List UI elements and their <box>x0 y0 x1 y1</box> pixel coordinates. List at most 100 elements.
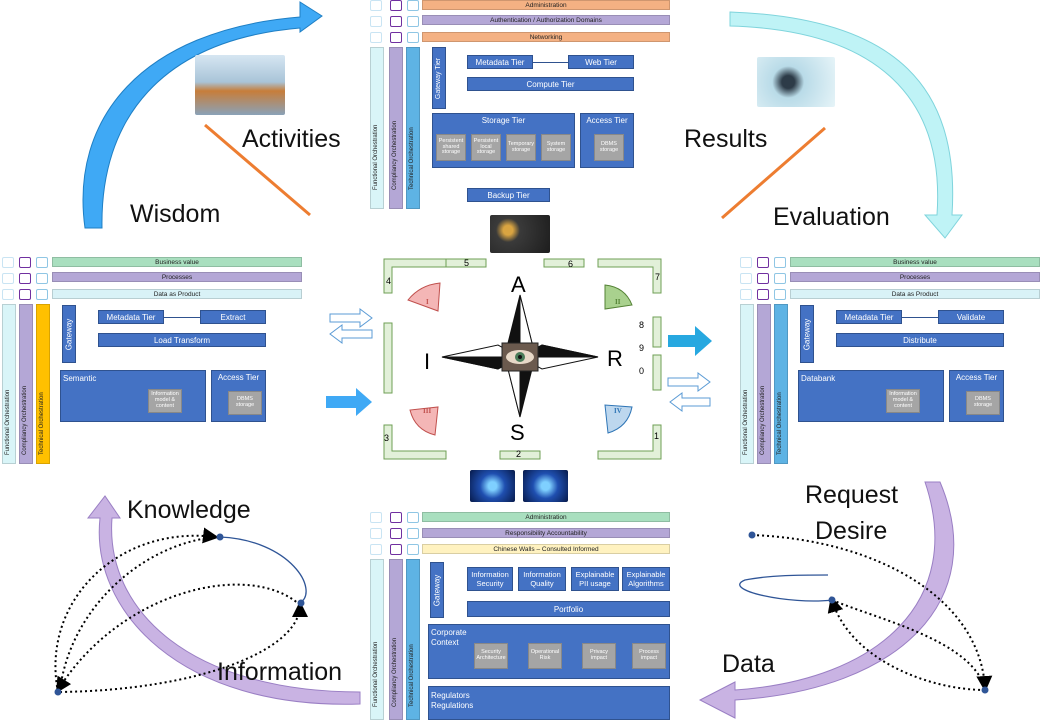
right-square-6 <box>774 273 786 284</box>
label-results: Results <box>684 125 768 153</box>
left-extract: Extract <box>200 310 266 324</box>
left-dotted-loop-2 <box>59 601 308 693</box>
compass-letter-a: A <box>511 272 526 297</box>
frame-number-2: 2 <box>516 449 522 459</box>
frame-number-5: 5 <box>464 258 470 268</box>
right-band-data-as-product: Data as Product <box>790 289 1040 299</box>
top-compute-tier: Compute Tier <box>467 77 634 91</box>
left-metadata-tier: Metadata Tier <box>98 310 164 324</box>
right-dotted-loop-1 <box>751 534 993 692</box>
center-arrow-right-2 <box>667 372 711 392</box>
label-request: Request <box>805 481 899 509</box>
label-knowledge: Knowledge <box>127 496 251 524</box>
results-evaluation-arrow <box>729 11 963 239</box>
bottom-gateway: Gateway <box>430 562 444 618</box>
left-information-model: Information model & content <box>148 389 182 413</box>
left-col-functional <box>2 304 16 464</box>
gears-photo <box>490 215 550 253</box>
bottom-information-quality: Information Quality <box>518 567 566 591</box>
top-compliancy-text: Compliancy Orchestration <box>392 120 398 190</box>
frame-number-9: 9 <box>639 343 645 353</box>
top-square-9 <box>407 32 419 43</box>
right-functional-text: Functional Orchestration <box>743 389 749 455</box>
factory-photo <box>195 55 285 115</box>
bottom-square-8 <box>390 544 402 555</box>
results-orange-line <box>721 126 826 220</box>
frame-number-7: 7 <box>655 272 661 282</box>
right-col-technical <box>774 304 788 464</box>
top-backup-tier: Backup Tier <box>467 188 550 202</box>
compass-letter-s: S <box>510 420 525 445</box>
bottom-panel: Administration Responsibility Accountabi… <box>368 512 670 720</box>
left-col-technical <box>36 304 50 464</box>
bottom-privacy-impact: Privacy impact <box>582 643 616 669</box>
bottom-band-responsibility: Responsibility Accountability <box>422 528 670 538</box>
roman-ii: II <box>615 298 621 306</box>
frame-number-6: 6 <box>568 259 574 269</box>
bottom-operational-risk: Operational Risk <box>528 643 562 669</box>
left-dotted-loop-3 <box>55 583 301 694</box>
top-band-auth: Authentication / Authorization Domains <box>422 15 670 25</box>
bottom-square-2 <box>390 512 402 523</box>
roman-i: I <box>426 298 429 306</box>
left-square-3 <box>36 257 48 268</box>
right-square-3 <box>774 257 786 268</box>
bottom-square-3 <box>407 512 419 523</box>
top-square-1 <box>370 0 382 11</box>
top-connector <box>533 62 568 63</box>
stethoscope-photo <box>757 57 835 107</box>
right-square-8 <box>757 289 769 300</box>
left-connector <box>164 317 200 318</box>
bottom-band-administration: Administration <box>422 512 670 522</box>
left-load-transform: Load Transform <box>98 333 266 347</box>
compass-frame <box>383 258 662 460</box>
bottom-information-security: Information Security <box>467 567 513 591</box>
information-knowledge-arrow <box>86 495 361 705</box>
left-square-9 <box>36 289 48 300</box>
center-arrow-blue-right <box>668 326 712 356</box>
left-dotted-loop-4 <box>59 536 216 691</box>
right-solid-loop <box>739 574 833 602</box>
right-col-functional <box>740 304 754 464</box>
frame-number-3: 3 <box>384 433 390 443</box>
label-information: Information <box>217 658 343 686</box>
bottom-square-5 <box>390 528 402 539</box>
bottom-explainable-pii: Explainable PII usage <box>571 567 619 591</box>
top-band-networking: Networking <box>422 32 670 42</box>
label-data: Data <box>722 650 775 678</box>
frame-number-8: 8 <box>639 320 645 330</box>
right-connector <box>902 317 938 318</box>
left-semantic: Semantic <box>60 370 206 422</box>
left-square-2 <box>19 257 31 268</box>
bottom-compliancy-text: Compliancy Orchestration <box>392 637 398 707</box>
top-square-3 <box>407 0 419 11</box>
bottom-square-6 <box>407 528 419 539</box>
wisdom-activities-arrow <box>82 1 323 229</box>
center-arrow-right-1 <box>329 308 373 328</box>
left-panel: Business value Processes Data as Product… <box>0 255 302 465</box>
right-technical-text: Technical Orchestration <box>777 392 783 455</box>
center-arrow-blue-left <box>326 388 372 416</box>
request-data-arrow <box>698 481 955 719</box>
right-square-5 <box>757 273 769 284</box>
top-square-6 <box>407 16 419 27</box>
top-storage-item-4: System storage <box>541 134 571 161</box>
left-technical-text: Technical Orchestration <box>39 392 45 455</box>
right-validate: Validate <box>938 310 1004 324</box>
right-databank: Databank <box>798 370 944 422</box>
roman-iii: III <box>423 407 432 415</box>
bottom-square-1 <box>370 512 382 523</box>
right-square-4 <box>740 273 752 284</box>
left-dbms-storage: DBMS storage <box>228 391 262 415</box>
right-square-9 <box>774 289 786 300</box>
top-panel: Administration Authentication / Authoriz… <box>368 0 670 210</box>
top-band-administration: Administration <box>422 0 670 10</box>
right-gateway: Gateway <box>800 305 814 363</box>
right-dotted-loop-2 <box>827 596 986 691</box>
right-band-business-value: Business value <box>790 257 1040 267</box>
top-functional-text: Functional Orchestration <box>373 124 379 190</box>
label-evaluation: Evaluation <box>773 203 890 231</box>
bottom-process-impact: Process impact <box>632 643 666 669</box>
left-band-data-as-product: Data as Product <box>52 289 302 299</box>
